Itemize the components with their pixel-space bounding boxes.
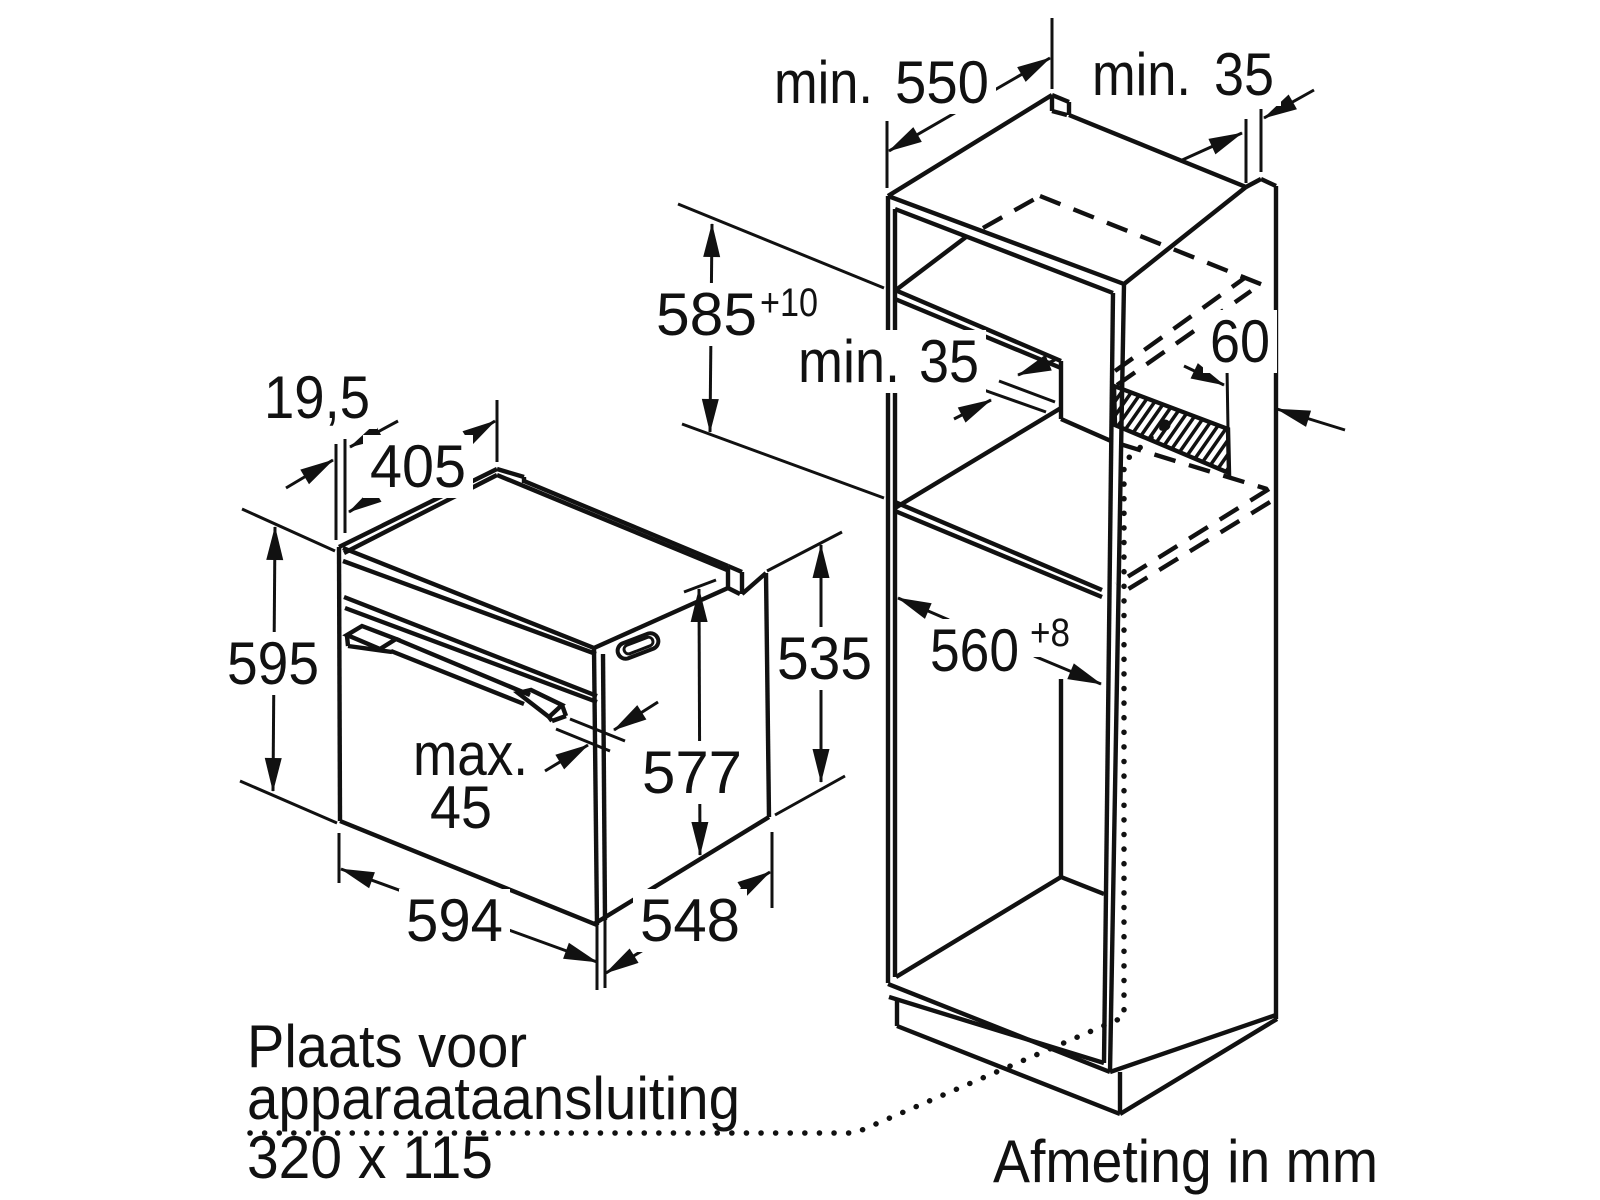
svg-text:35: 35 (1214, 41, 1274, 108)
svg-text:+8: +8 (1030, 611, 1070, 655)
svg-text:535: 535 (777, 625, 872, 692)
svg-text:405: 405 (370, 433, 466, 500)
svg-text:+10: +10 (760, 281, 818, 325)
svg-text:Afmeting in mm: Afmeting in mm (993, 1128, 1378, 1195)
svg-text:60: 60 (1210, 308, 1270, 375)
svg-text:Plaats voor: Plaats voor (247, 1013, 527, 1080)
svg-text:19,5: 19,5 (264, 364, 370, 431)
svg-text:550: 550 (895, 49, 989, 116)
svg-text:595: 595 (227, 630, 319, 697)
svg-text:548: 548 (640, 887, 740, 954)
svg-text:apparaataansluiting: apparaataansluiting (247, 1065, 740, 1132)
svg-text:min.: min. (798, 328, 900, 395)
svg-text:594: 594 (406, 887, 503, 954)
svg-text:577: 577 (642, 739, 742, 806)
svg-text:45: 45 (430, 774, 492, 841)
svg-text:560: 560 (930, 617, 1019, 684)
svg-text:35: 35 (919, 328, 979, 395)
svg-text:min.: min. (774, 49, 873, 116)
svg-text:max.: max. (413, 721, 528, 788)
svg-text:min.: min. (1092, 41, 1191, 108)
svg-text:585: 585 (656, 281, 757, 348)
svg-text:320 x 115: 320 x 115 (247, 1124, 493, 1191)
